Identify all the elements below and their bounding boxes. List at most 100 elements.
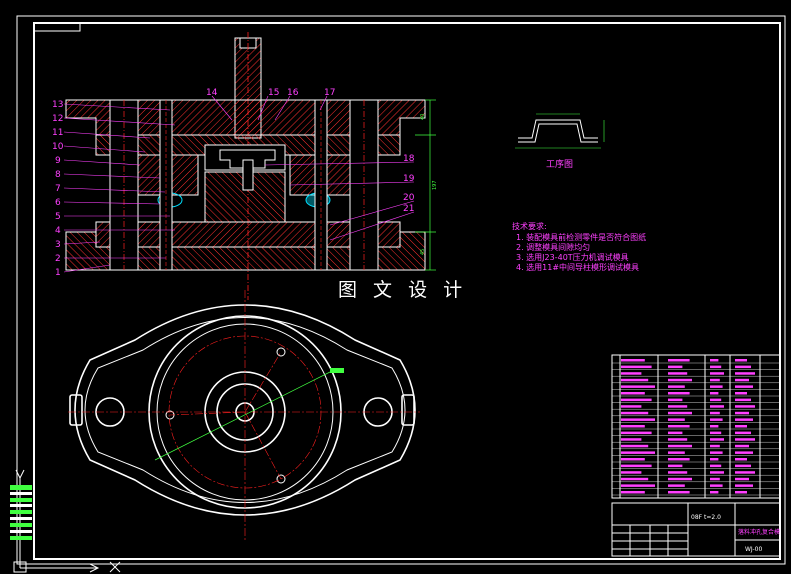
bom-cell — [668, 398, 683, 402]
plan-centerlines — [68, 290, 420, 540]
bom-cell — [735, 477, 749, 481]
diameter-dim-line — [154, 371, 331, 461]
bom-cell — [621, 365, 652, 369]
bom-cell — [621, 464, 652, 468]
workpiece-sketch — [515, 113, 605, 149]
section-view — [65, 32, 436, 300]
bom-cell — [668, 484, 685, 487]
part-label: 15 — [268, 88, 279, 98]
bom-cell — [668, 458, 690, 461]
bom-cell — [621, 484, 655, 487]
bom-cell — [710, 425, 719, 428]
part-label: 18 — [403, 154, 415, 164]
bom-cell — [735, 451, 753, 454]
bom-cell — [710, 365, 722, 369]
bom-cell — [735, 378, 749, 382]
bom-table — [611, 354, 781, 499]
bom-cell — [735, 458, 747, 461]
dim-right-bottom: 45 — [420, 249, 426, 255]
bom-cell — [735, 411, 749, 415]
bom-cell — [735, 359, 747, 362]
part-label: 19 — [403, 174, 415, 184]
bom-cell — [710, 477, 720, 481]
outer-frame — [16, 15, 786, 565]
workpiece-label: 工序图 — [546, 158, 573, 170]
bom-cell — [735, 438, 755, 441]
corner-tab — [33, 22, 81, 32]
plan-view — [69, 304, 416, 516]
layer-swatches — [10, 485, 32, 540]
part-label: 17 — [324, 88, 335, 98]
bom-cell — [710, 418, 723, 421]
diameter-dim-tag — [330, 368, 344, 373]
bom-cell — [668, 392, 690, 395]
bom-cell — [621, 477, 649, 481]
bom-cell — [710, 411, 720, 415]
bom-cell — [621, 405, 642, 408]
tech-notes: 技术要求: 1. 装配模具前检测零件是否符合图纸 2. 调整模具间隙均匀 3. … — [512, 221, 646, 272]
tech-note-item: 4. 选用11#中间导柱模形调试模具 — [516, 262, 639, 272]
bom-cell — [710, 444, 720, 448]
part-label: 2 — [55, 254, 61, 264]
bom-cell — [735, 385, 753, 388]
bom-cell — [735, 392, 747, 395]
bom-cell — [710, 458, 719, 461]
material-spec: 08F t=2.0 — [691, 514, 721, 521]
bom-cell — [621, 491, 645, 494]
part-label: 21 — [403, 204, 414, 214]
dim-right-total: 197 — [432, 180, 438, 190]
bom-cell — [710, 385, 723, 388]
drawing-number: WJ-00 — [745, 546, 762, 553]
bom-cell — [621, 392, 645, 395]
bom-cell — [735, 372, 755, 375]
bom-cell — [735, 418, 753, 421]
part-label: 8 — [55, 170, 61, 180]
dim-right-top: 40 — [420, 114, 426, 120]
bom-cell — [710, 405, 724, 408]
bom-cell — [710, 359, 719, 362]
bom-cell — [710, 491, 719, 494]
bom-cell — [735, 398, 751, 402]
bom-cell — [710, 438, 724, 441]
part-label: 5 — [55, 212, 61, 222]
bom-cell — [735, 444, 749, 448]
bom-cell — [621, 398, 652, 402]
bom-cell — [621, 378, 649, 382]
bom-cell — [668, 477, 692, 481]
bom-cell — [735, 431, 751, 435]
tech-note-item: 3. 选用J23-40T压力机调试模具 — [516, 252, 629, 262]
part-label: 13 — [52, 100, 63, 110]
bom-cell — [621, 359, 645, 362]
bom-cell — [735, 464, 751, 468]
bom-cell — [621, 451, 655, 454]
left-part-labels: 13 12 11 10 9 8 7 6 5 4 3 2 1 — [52, 100, 64, 278]
tech-notes-heading: 技术要求: — [512, 221, 547, 231]
top-leaders — [211, 95, 328, 121]
bom-cell — [668, 418, 685, 421]
part-label: 6 — [55, 198, 61, 208]
bom-cell — [710, 378, 720, 382]
bom-cell — [710, 431, 722, 435]
bom-cell — [621, 411, 649, 415]
bom-cell — [710, 451, 723, 454]
bom-cell — [735, 425, 747, 428]
bom-cell — [710, 398, 722, 402]
part-label: 3 — [55, 240, 61, 250]
part-label: 9 — [55, 156, 61, 166]
bom-cell — [668, 425, 690, 428]
bom-cell — [735, 471, 755, 474]
bom-cell — [735, 365, 751, 369]
part-label: 10 — [52, 142, 64, 152]
bom-cell — [710, 392, 719, 395]
bom-cell — [621, 431, 652, 435]
drawing-name: 落料冲孔复合模 — [738, 528, 780, 536]
bom-cell — [668, 451, 685, 454]
tech-note-item: 1. 装配模具前检测零件是否符合图纸 — [516, 232, 646, 242]
part-label: 20 — [403, 193, 415, 203]
bom-cell — [621, 471, 642, 474]
bom-cell — [710, 471, 724, 474]
right-leaders — [264, 161, 415, 241]
bom-cell — [710, 372, 724, 375]
bom-cell — [668, 365, 683, 369]
bom-cell — [621, 372, 642, 375]
